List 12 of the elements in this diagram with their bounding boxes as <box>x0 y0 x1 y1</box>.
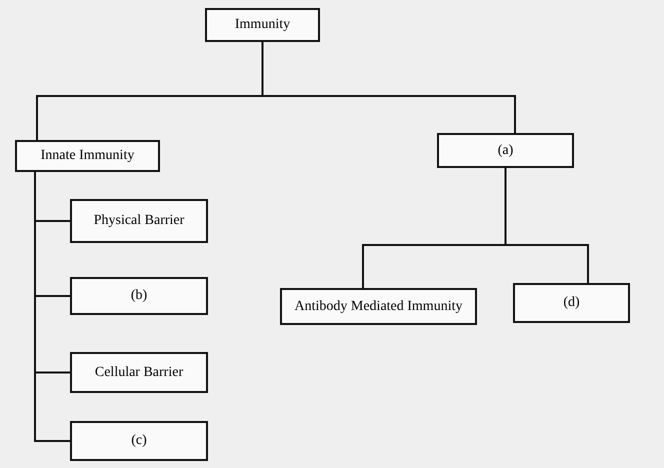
label-box: Immunity <box>205 8 320 42</box>
label-box: (a) <box>437 133 574 168</box>
label-box: (d) <box>513 283 630 323</box>
label-box: Cellular Barrier <box>70 352 208 393</box>
label-box: Innate Immunity <box>15 140 160 172</box>
connector-line <box>34 172 70 442</box>
connector-line <box>262 42 516 133</box>
label-box: Physical Barrier <box>70 199 208 243</box>
label-box: (c) <box>70 421 208 461</box>
label-box: (b) <box>70 277 208 315</box>
connector-line <box>504 168 589 283</box>
label-box: Antibody Mediated Immunity <box>280 288 477 325</box>
